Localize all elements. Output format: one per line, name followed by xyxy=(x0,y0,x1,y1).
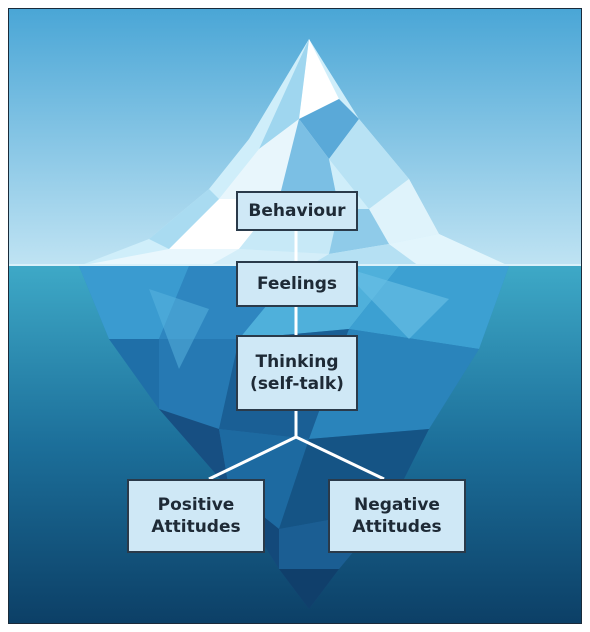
connector-lines xyxy=(208,231,385,481)
feelings-box: Feelings xyxy=(236,261,358,307)
positive-attitudes-label: Positive Attitudes xyxy=(151,495,241,537)
behaviour-label: Behaviour xyxy=(248,201,346,221)
iceberg-illustration xyxy=(9,9,581,623)
thinking-box: Thinking (self-talk) xyxy=(236,335,358,411)
thinking-label: Thinking (self-talk) xyxy=(250,352,344,394)
connector-branch-positive xyxy=(208,435,297,481)
iceberg-figure: Behaviour Feelings Thinking (self-talk) … xyxy=(8,8,582,624)
negative-attitudes-label: Negative Attitudes xyxy=(352,495,442,537)
positive-attitudes-box: Positive Attitudes xyxy=(127,479,265,553)
feelings-label: Feelings xyxy=(256,274,338,294)
negative-attitudes-box: Negative Attitudes xyxy=(328,479,466,553)
behaviour-box: Behaviour xyxy=(236,191,358,231)
connector-branch-negative xyxy=(295,435,385,481)
